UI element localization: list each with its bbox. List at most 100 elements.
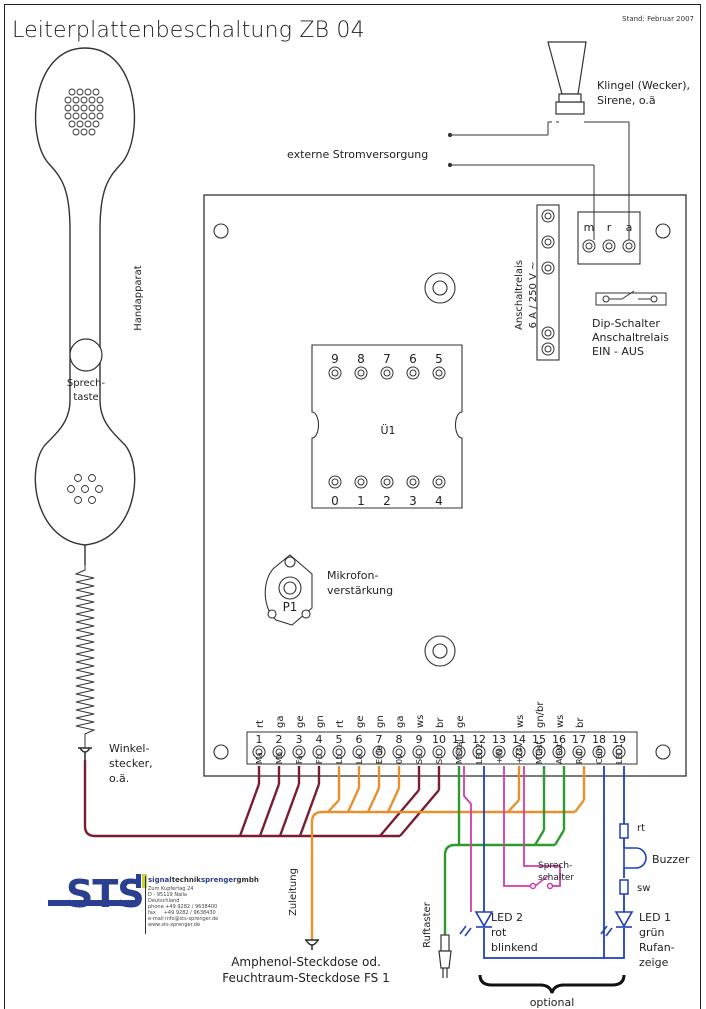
wires-magenta [463,766,561,912]
u1-pin-hole [406,366,420,380]
led2-label-2: rot [491,926,507,939]
u1-pin-hole [354,366,368,380]
terminal-wire-color-label: ws [515,715,526,728]
logo-square-1 [136,874,141,888]
logo-bar [48,900,138,906]
u1-pin-label: 7 [383,352,391,366]
mouthpiece-holes [67,474,103,504]
u1-pin-hole [432,366,446,380]
terminal-function-label: +IN [495,749,504,764]
led2-label-1: LED 2 [491,911,523,924]
u1-pin-label: 1 [357,494,365,508]
terminal-function-label: Ruf [575,751,584,764]
resistor-icons [619,823,629,895]
terminal-function-label: MTast [535,741,544,764]
dip-label-3: EIN - AUS [592,345,644,358]
terminal-number: 9 [416,733,423,746]
led1-label-4: zeige [639,956,669,969]
rt-label: rt [637,823,645,834]
terminal-wire-color-label: br [435,717,446,728]
terminal-number: 6 [356,733,363,746]
u1-pin-label: 5 [435,352,443,366]
ruftaster-label: Ruftaster [422,901,433,948]
terminal-number: 8 [396,733,403,746]
sprechschalter-label-2: schalter [538,873,574,883]
terminal-number: 19 [612,733,626,746]
handapparat-label: Handapparat [133,265,144,331]
extern-label: externe Stromversorgung [287,148,428,161]
u1-pin-label: 9 [331,352,339,366]
external-power-wires [447,121,630,240]
terminal-number: 5 [336,733,343,746]
logo-brand: STS [66,872,145,916]
u1-pin-label: 6 [409,352,417,366]
sprechschalter-label-1: Sprech- [538,861,572,871]
terminal-number: 10 [432,733,446,746]
relais-label-1: Anschaltrelais [514,260,525,330]
terminal-function-label: Com [595,746,604,764]
buzzer-label: Buzzer [652,853,690,866]
buzzer-icon [623,847,647,869]
optional-label: optional [530,996,575,1009]
terminal-number: 1 [256,733,263,746]
earpiece-holes [64,88,104,136]
wires-green [443,766,566,935]
terminal-wire-color-label: ws [555,715,566,728]
terminal-wire-color-label: ws [415,715,426,728]
u1-pin-hole [328,366,342,380]
terminal-wire-color-label: ga [275,716,286,728]
terminal-function-label: LED1 [615,743,624,764]
terminal-number: 17 [572,733,586,746]
u1-pin-label: 3 [409,494,417,508]
terminal-function-label: 0V [395,753,404,764]
terminal-function-label: Atast [555,743,564,764]
wires-blue [483,766,625,959]
terminal-number: 18 [592,733,606,746]
u1-socket [311,344,463,509]
terminal-function-label: Mtstal [455,740,464,764]
terminal-wire-color-label: ge [295,716,306,729]
terminal-number: 7 [376,733,383,746]
logo-company: signaltechniksprengergmbh [148,876,259,884]
mra-terminal [577,211,641,265]
terminal-function-label: LED2 [475,743,484,764]
mra-pins [582,239,636,253]
terminal-number: 3 [296,733,303,746]
terminal-number: 15 [532,733,546,746]
coiled-cord [74,565,96,748]
terminal-wire-color-label: rt [335,720,346,728]
terminal-number: 4 [316,733,323,746]
amphenol-label-1: Amphenol-Steckdose od. [231,955,381,969]
u1-pin-hole [328,475,342,489]
terminal-wire-color-label: gn [315,715,326,728]
terminal-number: 11 [452,733,466,746]
relais-label-2: 6 A / 250 V ~ [528,262,539,329]
terminal-wire-color-label: ge [355,716,366,729]
winkel-label-3: o.ä. [109,772,129,785]
dip-label-2: Anschaltrelais [592,331,669,344]
terminal-function-label: Sb [435,754,444,764]
terminal-number: 16 [552,733,566,746]
terminal-block [246,731,638,765]
terminal-function-label: Sa [415,754,424,764]
sprechtaste-label-2: taste [73,392,98,403]
u1-pin-label: 4 [435,494,443,508]
led2-icon [459,911,494,937]
optional-brace [478,974,626,994]
u1-pin-label: 0 [331,494,339,508]
terminal-r-label: r [607,221,612,234]
klingel-label-1: Klingel (Wecker), [597,79,690,92]
potentiometer-p1 [264,554,313,626]
led1-icon [600,911,634,937]
page-frame [4,4,701,1009]
terminal-number: 12 [472,733,486,746]
u1-pin-hole [432,475,446,489]
led1-label-2: grün [639,926,664,939]
terminal-number: 2 [276,733,283,746]
led2-label-3: blinkend [491,941,538,954]
sw-label: sw [637,883,650,894]
terminal-function-label: Erde [375,746,384,764]
terminal-function-label: Fa [295,755,304,764]
led1-label-3: Rufan- [639,941,675,954]
